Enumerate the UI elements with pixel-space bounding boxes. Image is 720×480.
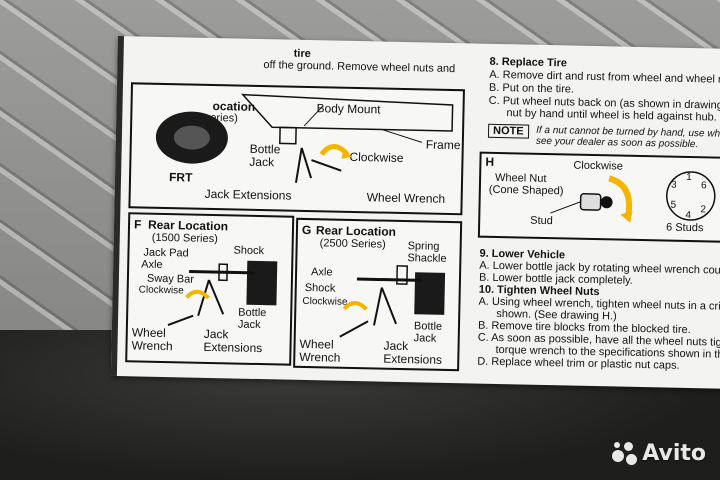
front-jack-illustration [155, 93, 454, 183]
avito-watermark-text: Avito [642, 440, 706, 466]
panel-h-illustration [550, 171, 716, 223]
panel-f-rear-1500: F Rear Location (1500 Series) Jack Pad S… [125, 212, 295, 366]
stud-number-4: 4 [685, 209, 692, 222]
panel-g-illustration [339, 265, 446, 338]
panel-g-rear-2500: G Rear Location (2500 Series) Spring Sha… [293, 217, 463, 372]
stud-number-6: 6 [700, 180, 707, 192]
stud-number-3: 3 [670, 179, 677, 191]
top-left-line2: off the ground. Remove wheel nuts and [263, 59, 456, 76]
section8-b: B. Put on the tire. [488, 81, 575, 96]
stud-number-1: 1 [686, 171, 692, 184]
avito-watermark: Avito [612, 440, 706, 466]
note-line2: see your dealer as soon as possible. [535, 135, 699, 151]
section8-heading: 8. Replace Tire [489, 55, 568, 70]
instruction-sheet: tire off the ground. Remove wheel nuts a… [110, 36, 720, 390]
avito-logo-icon [612, 440, 638, 466]
note-label: NOTE [487, 123, 529, 139]
panel-h-wheel-nut: H Clockwise Wheel Nut (Cone Shaped) Stud… [477, 151, 720, 243]
top-left-line1: tire [293, 47, 311, 61]
panel-front-location: ocation eries) Body Mount Bottle Jack Cl… [128, 82, 465, 216]
stud-number-5: 5 [670, 199, 677, 211]
panel-f-illustration [167, 260, 278, 327]
stud-number-2: 2 [700, 204, 707, 216]
